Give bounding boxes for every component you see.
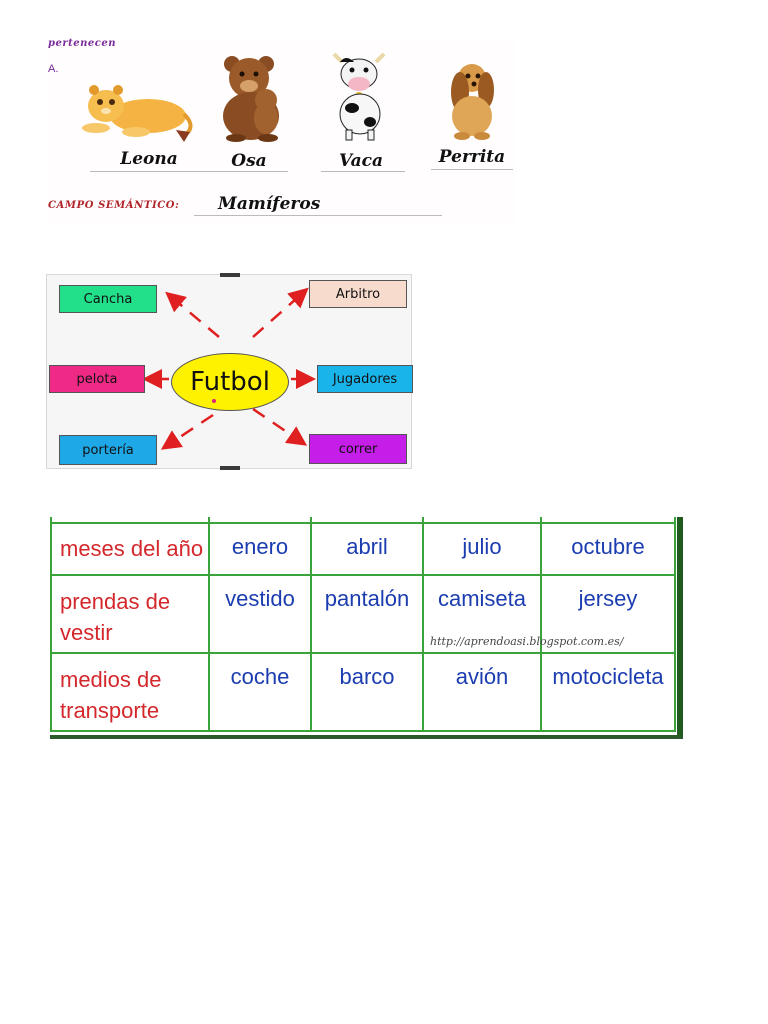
answer-line	[90, 171, 210, 172]
lioness-icon	[82, 85, 193, 142]
word-table: meses del año enero abril julio octubre …	[50, 517, 676, 732]
answer-line	[206, 171, 288, 172]
table-frame-right	[677, 517, 683, 739]
word-cell: julio	[422, 522, 542, 576]
bottom-tab	[220, 466, 240, 470]
watermark-url: http://aprendoasi.blogspot.com.es/	[430, 635, 624, 648]
cow-icon	[332, 52, 386, 141]
word-cell: octubre	[540, 522, 676, 576]
table-frame-bottom	[50, 735, 683, 739]
mind-map: Cancha Arbitro pelota Jugadores portería…	[46, 273, 413, 470]
node-jugadores: Jugadores	[317, 365, 413, 393]
answer-line	[431, 169, 513, 170]
center-node: Futbol	[171, 353, 289, 411]
animal-label-osa: Osa	[231, 151, 267, 171]
table-row	[50, 517, 676, 524]
table-row: prendas de vestir vestido pantalón camis…	[50, 574, 676, 654]
category-cell: prendas de vestir	[50, 574, 210, 654]
word-cell: abril	[310, 522, 424, 576]
arrow-arbitro	[252, 287, 309, 338]
answer-line	[194, 215, 442, 216]
category-cell: meses del año	[50, 522, 210, 576]
arrow-correr	[252, 407, 308, 446]
arrows	[142, 287, 316, 450]
word-cell: jersey	[540, 574, 676, 654]
dog-icon	[451, 64, 494, 140]
table-row: meses del año enero abril julio octubre	[50, 522, 676, 576]
word-table-section: meses del año enero abril julio octubre …	[50, 517, 683, 739]
word-cell: camiseta	[422, 574, 542, 654]
table-row: medios de transporte coche barco avión m…	[50, 652, 676, 732]
arrow-cancha	[165, 291, 220, 338]
node-cancha: Cancha	[59, 285, 157, 313]
campo-semantico-label: CAMPO SEMÁNTICO:	[48, 200, 180, 211]
top-tab	[220, 273, 240, 277]
section-heading: pertenecen	[48, 38, 116, 49]
center-dot	[212, 399, 216, 403]
item-label: A.	[48, 63, 59, 75]
arrow-porteria	[160, 413, 214, 450]
animals-section: pertenecen A.	[46, 38, 516, 223]
answer-line	[321, 171, 405, 172]
node-pelota: pelota	[49, 365, 145, 393]
word-cell: motocicleta	[540, 652, 676, 732]
word-cell: avión	[422, 652, 542, 732]
campo-semantico-value: Mamíferos	[218, 194, 321, 214]
word-cell: coche	[208, 652, 312, 732]
animal-label-leona: Leona	[120, 149, 178, 169]
word-cell: pantalón	[310, 574, 424, 654]
bear-icon	[223, 56, 279, 142]
node-porteria: portería	[59, 435, 157, 465]
node-correr: correr	[309, 434, 407, 464]
word-cell: vestido	[208, 574, 312, 654]
animal-label-vaca: Vaca	[338, 151, 383, 171]
category-cell: medios de transporte	[50, 652, 210, 732]
word-cell: barco	[310, 652, 424, 732]
word-cell: enero	[208, 522, 312, 576]
node-arbitro: Arbitro	[309, 280, 407, 308]
animal-label-perrita: Perrita	[438, 147, 506, 167]
